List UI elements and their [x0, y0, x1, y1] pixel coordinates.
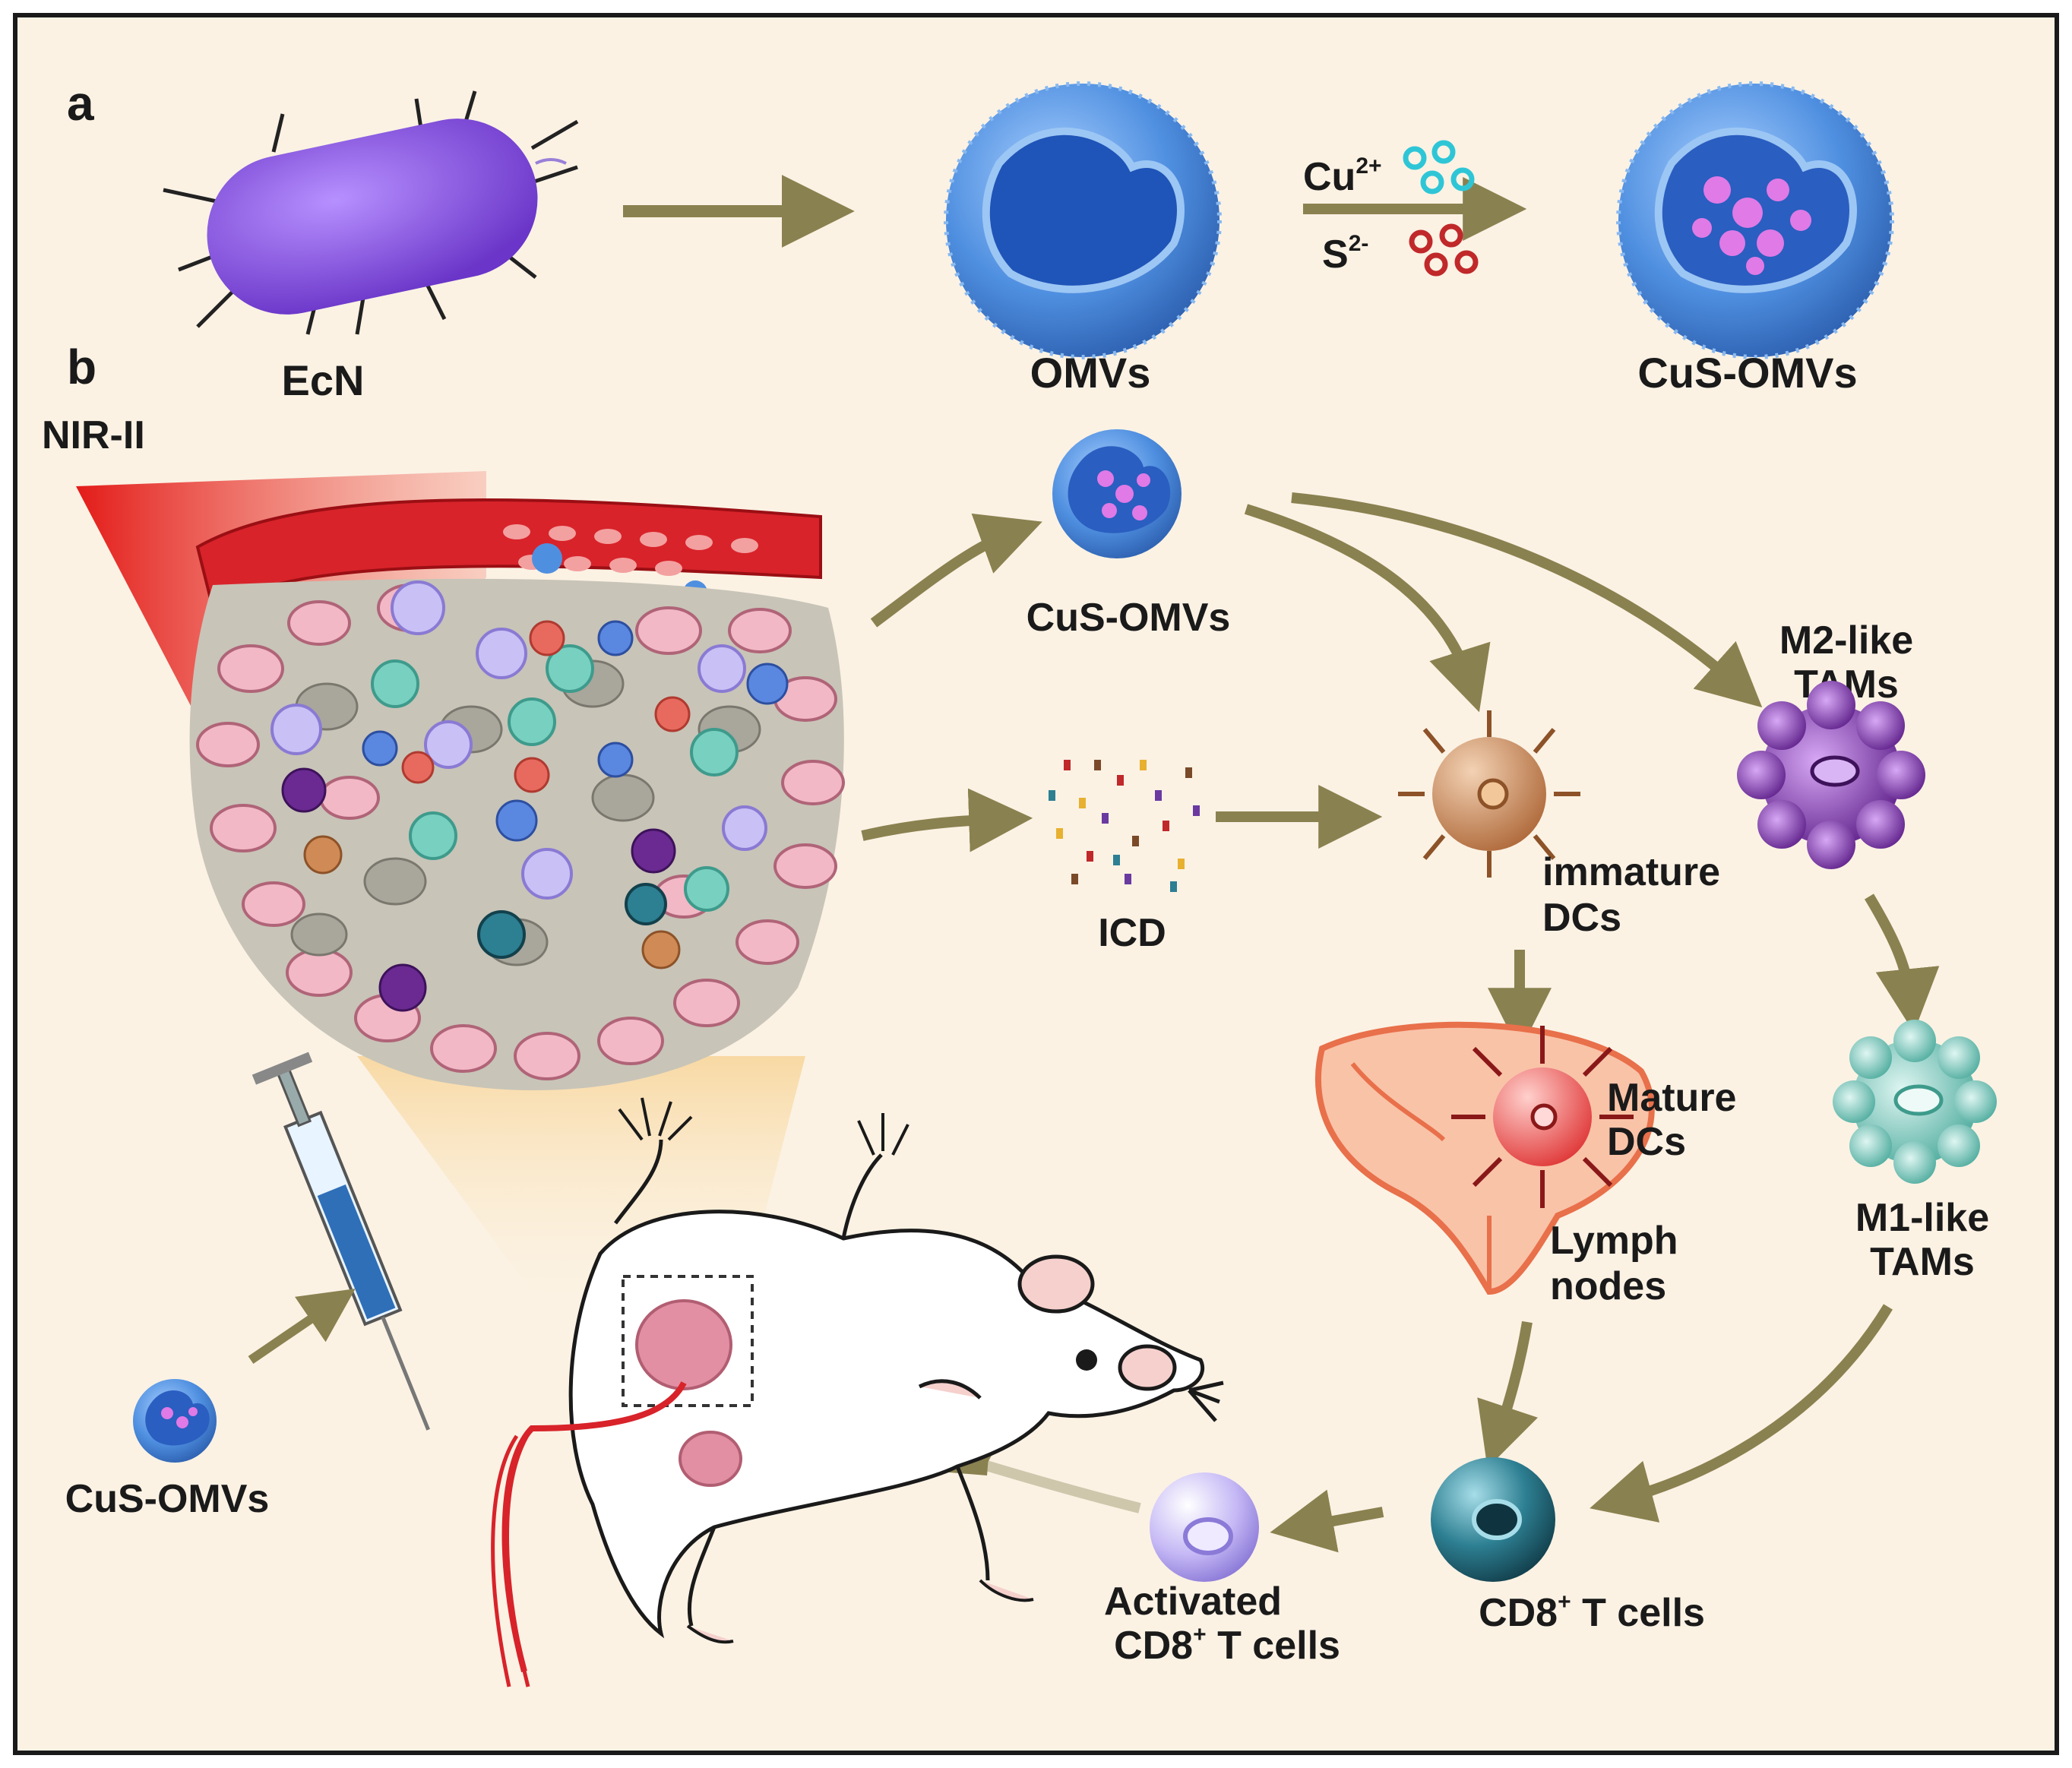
- arrow-tumor-to-icd: [861, 788, 1033, 852]
- m2-label-line1: M2-like: [1779, 618, 1913, 663]
- mature-label-line1: Mature: [1607, 1076, 1736, 1120]
- tumor-microenvironment: [189, 578, 845, 1090]
- panel-label-b: b: [67, 340, 96, 394]
- syringe: [251, 1052, 430, 1431]
- cd8-t-cell: [1431, 1457, 1555, 1582]
- omvs-label: OMVs: [1030, 349, 1151, 397]
- arrow-to-syringe: [248, 1289, 356, 1364]
- arrow-cd8-to-activated: [1270, 1489, 1384, 1553]
- mouse-paws: [618, 1097, 1034, 1644]
- mature-dc: [1451, 1026, 1634, 1208]
- cu-ion-dots: [1403, 140, 1475, 195]
- mature-label-line2: DCs: [1607, 1120, 1686, 1164]
- ecn-label: EcN: [282, 356, 365, 404]
- immature-label-line2: DCs: [1542, 896, 1621, 940]
- mouse-tail: [491, 1427, 534, 1687]
- arrow-cus-to-immature-dc: [1244, 504, 1491, 713]
- cus-omvs-top-label: CuS-OMVs: [1637, 349, 1857, 397]
- activated-label-line1: Activated: [1104, 1580, 1282, 1624]
- m1-tam-cell: [1833, 1020, 1997, 1184]
- cd8-label: CD8+ T cells: [1479, 1589, 1705, 1635]
- immature-label-line1: immature: [1542, 850, 1720, 894]
- panel-label-a: a: [67, 76, 94, 131]
- cus-omv-vesicle-bottom: [133, 1379, 217, 1463]
- activated-cd8-t-cell: [1150, 1472, 1259, 1582]
- cus-omvs-bottom-label: CuS-OMVs: [65, 1477, 270, 1521]
- cus-omv-vesicle-top: [1616, 81, 1894, 359]
- distant-tumor: [679, 1431, 742, 1487]
- m1-label-line2: TAMs: [1870, 1240, 1975, 1284]
- mouse-illustration: [568, 1139, 1224, 1639]
- s-ion-label: S2-: [1322, 231, 1368, 277]
- arrow-tumor-to-cus-omvs: [870, 513, 1042, 628]
- arrow-lymph-to-cd8: [1477, 1320, 1539, 1469]
- blood-vessel: [195, 498, 822, 611]
- immature-dc: [1398, 710, 1580, 878]
- nir-label: NIR-II: [42, 413, 145, 457]
- cus-omvs-mid-label: CuS-OMVs: [1027, 596, 1231, 640]
- arrow-cus-to-m2-tams: [1291, 492, 1763, 708]
- s-ion-dots: [1409, 223, 1479, 277]
- tumor-zoom-box: [622, 1275, 754, 1407]
- cu-ion-label: Cu2+: [1303, 153, 1382, 199]
- arrow-m2-to-m1-tams: [1864, 893, 1940, 1033]
- lymph-label-line2: nodes: [1550, 1264, 1666, 1308]
- icd-label: ICD: [1098, 911, 1166, 955]
- m2-tam-cell: [1737, 681, 1925, 869]
- mouse-eye: [1076, 1349, 1097, 1371]
- lymph-label-line1: Lymph: [1550, 1219, 1678, 1263]
- activated-label-line2: CD8+ T cells: [1114, 1622, 1340, 1668]
- ecn-bacterium: [163, 90, 579, 335]
- arrow-m1-to-cd8: [1590, 1304, 1893, 1523]
- primary-tumor: [635, 1299, 732, 1390]
- omv-vesicle-top: [944, 81, 1222, 359]
- icd-debris: [1049, 760, 1200, 892]
- cus-omv-vesicle-mid: [1052, 429, 1182, 558]
- m1-label-line1: M1-like: [1855, 1196, 1989, 1240]
